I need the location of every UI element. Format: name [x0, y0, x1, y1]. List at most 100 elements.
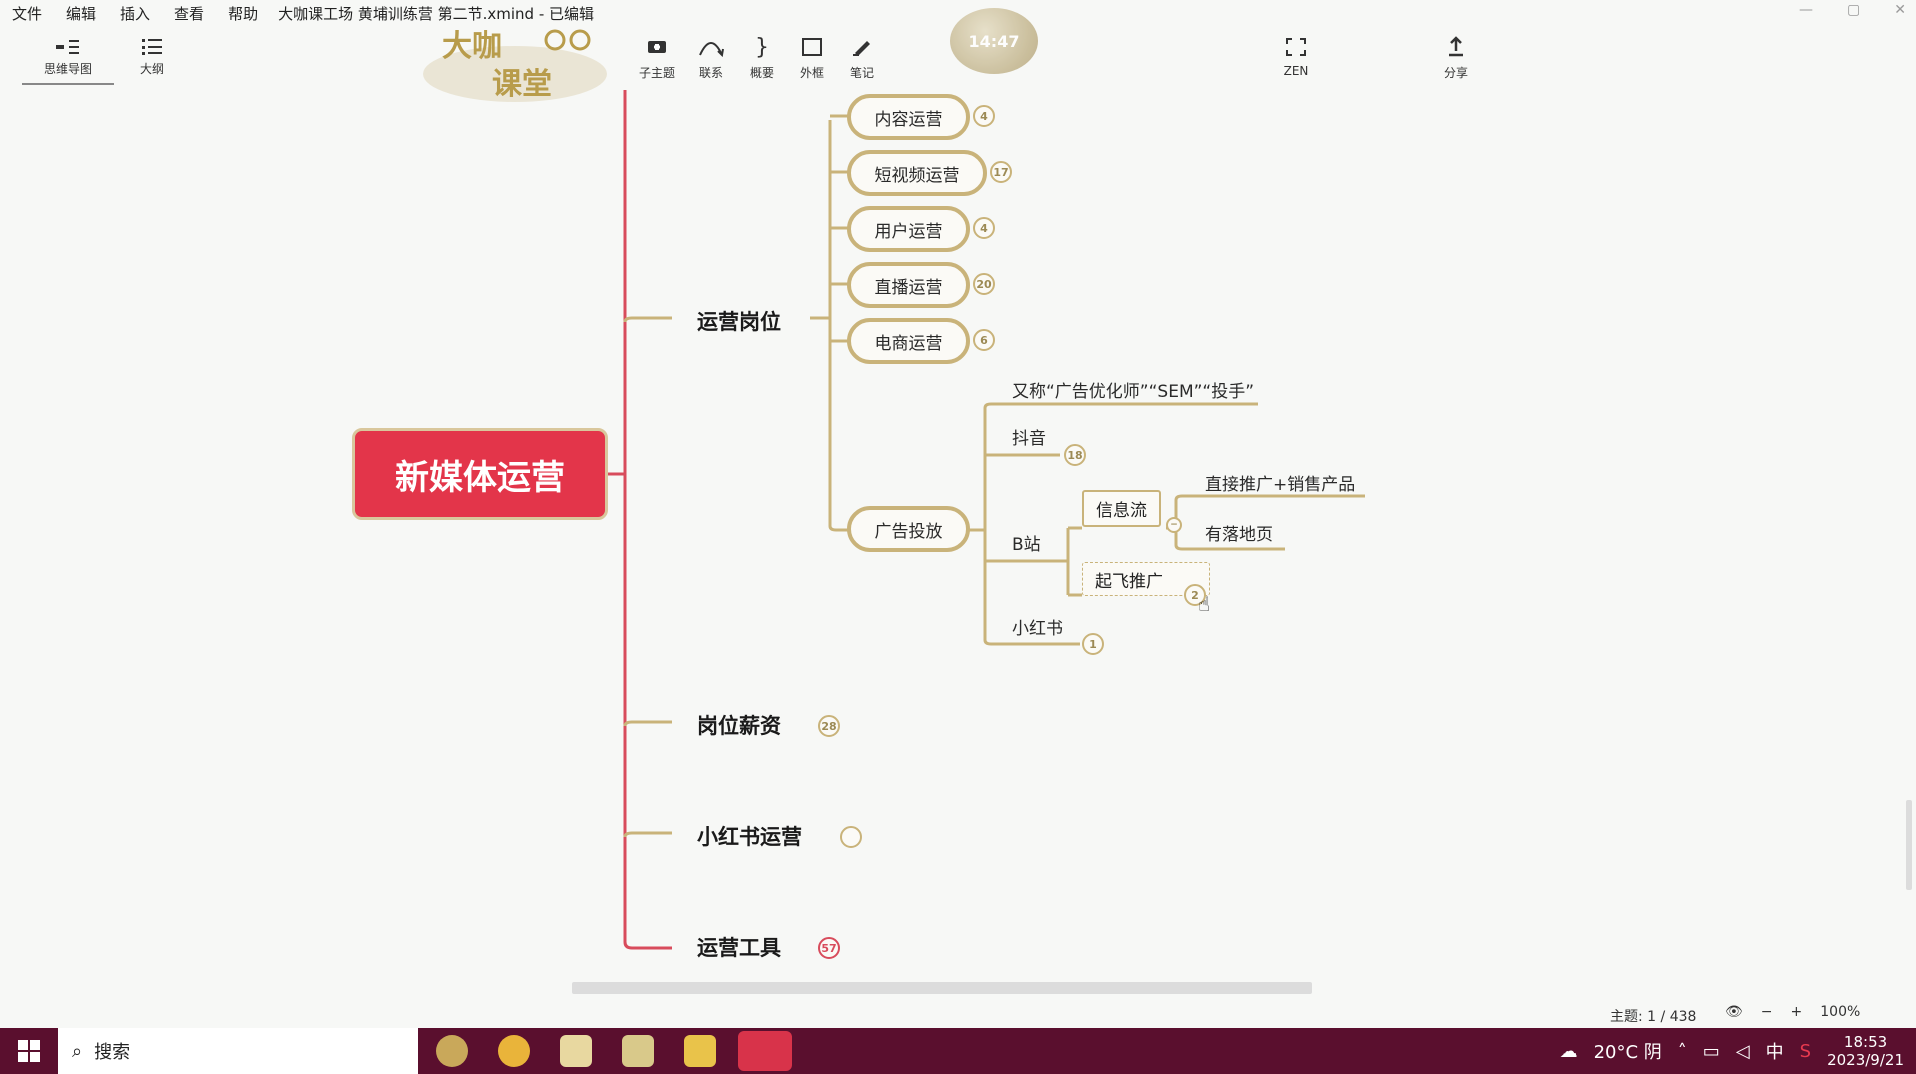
app-icon-1[interactable] — [436, 1035, 468, 1067]
topic-ads-aka[interactable]: 又称“广告优化师”“SEM”“投手” — [1012, 382, 1255, 402]
xiaohongshu-count[interactable]: 1 — [1082, 633, 1104, 655]
summary-label: 概要 — [749, 66, 774, 80]
topic-live-ops[interactable]: 直播运营 — [847, 262, 970, 308]
ecommerce-ops-count[interactable]: 6 — [973, 329, 995, 351]
relationship-label: 联系 — [698, 66, 723, 80]
mindmap-icon — [22, 34, 114, 60]
tab-outline[interactable]: 大纲 — [122, 34, 182, 77]
search-placeholder: 搜索 — [94, 1042, 131, 1063]
connector-lines — [608, 90, 1365, 950]
topic-xhs-ops[interactable]: 小红书运营 — [697, 825, 802, 849]
tab-mindmap[interactable]: 思维导图 — [22, 34, 114, 85]
note-button[interactable]: 笔记 — [832, 34, 892, 81]
search-icon: ⌕ — [72, 1040, 83, 1062]
topic-bilibili[interactable]: B站 — [1012, 535, 1041, 555]
subtopic-icon — [627, 34, 687, 60]
folder-icon[interactable] — [684, 1035, 716, 1067]
topic-ads[interactable]: 广告投放 — [847, 506, 970, 552]
salary-count-badge[interactable]: 28 — [818, 715, 840, 737]
weather-icon: ☁ — [1559, 1040, 1578, 1062]
topic-content-ops[interactable]: 内容运营 — [847, 94, 970, 140]
live-ops-count[interactable]: 20 — [973, 273, 995, 295]
note-label: 笔记 — [849, 66, 874, 80]
notes-app-icon[interactable] — [560, 1035, 592, 1067]
horizontal-scrollbar[interactable] — [572, 982, 1312, 994]
window-controls: — ▢ ✕ — [1799, 2, 1906, 18]
minimize-icon[interactable]: — — [1799, 2, 1814, 18]
zen-label: ZEN — [1283, 64, 1309, 78]
xhs-collapse-badge[interactable] — [840, 826, 862, 848]
toolbar: 思维导图 大纲 子主题 联系 } 概要 外框 笔记 — [0, 28, 1916, 88]
volume-icon[interactable]: ◁ — [1735, 1040, 1750, 1062]
zen-button[interactable]: ZEN — [1266, 34, 1326, 78]
topic-ecommerce-ops[interactable]: 电商运营 — [847, 318, 970, 364]
taskbar-search[interactable]: ⌕ 搜索 — [58, 1028, 418, 1074]
content-ops-count[interactable]: 4 — [973, 105, 995, 127]
topic-xiaohongshu[interactable]: 小红书 — [1012, 619, 1063, 639]
mindmap-canvas[interactable]: 新媒体运营 运营岗位 岗位薪资 28 小红书运营 运营工具 57 内容运营 4 … — [0, 90, 1916, 990]
menu-bar: 文件 编辑 插入 查看 帮助 大咖课工场 黄埔训练营 第二节.xmind - 已… — [0, 0, 1916, 26]
relationship-button[interactable]: 联系 — [681, 34, 741, 81]
short-video-ops-count[interactable]: 17 — [990, 161, 1012, 183]
menu-edit[interactable]: 编辑 — [66, 4, 97, 23]
boundary-button[interactable]: 外框 — [782, 34, 842, 81]
zoom-level[interactable]: 100% — [1820, 1004, 1861, 1020]
status-bar: 主题: 1 / 438 👁 − + 100% — [0, 1000, 1916, 1028]
menu-file[interactable]: 文件 — [12, 4, 43, 23]
topic-feed[interactable]: 信息流 — [1082, 490, 1161, 527]
clock-date: 2023/9/21 — [1827, 1051, 1904, 1069]
menu-view[interactable]: 查看 — [174, 4, 205, 23]
summary-button[interactable]: } 概要 — [732, 34, 792, 81]
system-tray: ☁ 20°C 阴 ˄ ▭ ◁ 中 S 18:53 2023/9/21 — [1560, 1028, 1904, 1074]
start-button[interactable] — [0, 1028, 58, 1074]
menu-help[interactable]: 帮助 — [228, 4, 259, 23]
topic-short-video-ops[interactable]: 短视频运营 — [847, 150, 987, 196]
close-icon[interactable]: ✕ — [1894, 2, 1906, 18]
document-app-icon[interactable] — [622, 1035, 654, 1067]
topic-salary[interactable]: 岗位薪资 — [697, 714, 781, 738]
share-icon — [1426, 34, 1486, 60]
document-title: 大咖课工场 黄埔训练营 第二节.xmind - 已编辑 — [278, 4, 595, 23]
clock-time: 18:53 — [1843, 1033, 1888, 1051]
takeoff-count[interactable]: 2 — [1184, 584, 1206, 606]
relationship-icon — [681, 34, 741, 60]
user-ops-count[interactable]: 4 — [973, 217, 995, 239]
central-topic[interactable]: 新媒体运营 — [352, 428, 608, 520]
timer-badge: 14:47 — [950, 8, 1038, 74]
topic-count: 主题: 1 / 438 — [1610, 1009, 1697, 1025]
topic-direct-promo[interactable]: 直接推广+销售产品 — [1205, 475, 1356, 495]
summary-icon: } — [755, 34, 769, 60]
tab-mindmap-label: 思维导图 — [43, 62, 92, 76]
chrome-icon[interactable] — [498, 1035, 530, 1067]
maximize-icon[interactable]: ▢ — [1847, 2, 1861, 18]
zoom-in-button[interactable]: + — [1790, 1004, 1803, 1020]
feed-collapse-icon[interactable]: − — [1166, 517, 1182, 533]
tab-outline-label: 大纲 — [139, 62, 164, 76]
network-icon[interactable]: ▭ — [1702, 1040, 1720, 1062]
dakaketang-logo: 大咖 课堂 — [420, 22, 610, 104]
windows-icon — [18, 1040, 40, 1062]
hand-cursor-icon: ☝ — [1198, 592, 1211, 616]
share-button[interactable]: 分享 — [1426, 34, 1486, 81]
zoom-out-button[interactable]: − — [1760, 1004, 1773, 1020]
menu-insert[interactable]: 插入 — [120, 4, 151, 23]
clock[interactable]: 18:53 2023/9/21 — [1827, 1033, 1904, 1069]
logo-text-top: 大咖 — [442, 29, 502, 64]
tools-count-badge[interactable]: 57 — [818, 937, 840, 959]
topic-tools[interactable]: 运营工具 — [697, 936, 781, 960]
eye-icon[interactable]: 👁 — [1725, 1004, 1743, 1020]
topic-ops-positions[interactable]: 运营岗位 — [697, 310, 781, 334]
weather-text[interactable]: 20°C 阴 — [1593, 1042, 1662, 1063]
sogou-icon[interactable]: S — [1799, 1040, 1812, 1062]
topic-user-ops[interactable]: 用户运营 — [847, 206, 970, 252]
topic-landing-page[interactable]: 有落地页 — [1205, 525, 1273, 545]
douyin-count[interactable]: 18 — [1064, 444, 1086, 466]
ime-indicator[interactable]: 中 — [1765, 1042, 1784, 1063]
topic-douyin[interactable]: 抖音 — [1012, 429, 1046, 449]
subtopic-button[interactable]: 子主题 — [627, 34, 687, 81]
chevron-up-icon[interactable]: ˄ — [1677, 1040, 1687, 1062]
xmind-taskbar-icon[interactable] — [738, 1031, 792, 1071]
vertical-scrollbar[interactable] — [1906, 800, 1912, 890]
note-icon — [832, 34, 892, 60]
zoom-controls: 👁 − + 100% — [1725, 1004, 1860, 1020]
